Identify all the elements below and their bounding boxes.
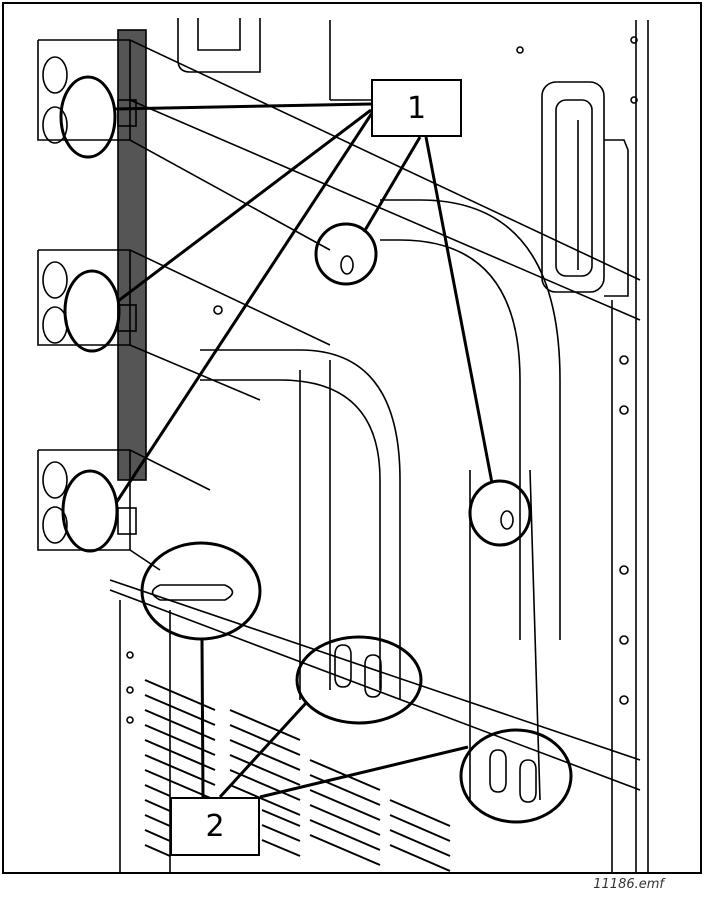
callout-label-2: 2: [170, 797, 260, 856]
callout-circle-upper-hole: [314, 222, 378, 286]
door-handle-inner: [555, 99, 593, 277]
mounting-plate: [109, 579, 641, 791]
leader-2-slot-middle: [218, 701, 308, 799]
leader-1-right-hole: [424, 136, 494, 484]
leader-1-top-plate: [113, 102, 372, 111]
leader-1-bottom-plate: [114, 112, 374, 504]
door-frame-line: [329, 20, 372, 101]
callout-circle-slot-right: [459, 728, 573, 824]
top-bracket: [177, 18, 261, 73]
callout-circle-right-hole: [468, 479, 532, 547]
diagram-border: [2, 2, 702, 874]
callout-circle-slot-left: [140, 541, 262, 641]
door-hinge: [604, 139, 629, 297]
leader-2-slot-left: [200, 639, 205, 798]
callout-circle-top-plate: [59, 75, 117, 159]
leader-1-upper-hole: [362, 136, 422, 233]
leader-1-middle-plate: [117, 108, 372, 303]
busbar-curve-middle: [200, 349, 401, 700]
callout-circle-bottom-plate: [61, 469, 119, 553]
busbar-curve-long: [380, 199, 561, 640]
leader-2-slot-right: [259, 745, 469, 799]
door-handle: [541, 81, 605, 293]
callout-circle-middle-plate: [63, 269, 121, 353]
top-bracket-inner: [197, 18, 241, 51]
figure-filename: 11186.emf: [593, 877, 664, 892]
callout-label-1: 1: [371, 79, 462, 137]
callout-circle-slot-middle: [295, 635, 423, 725]
